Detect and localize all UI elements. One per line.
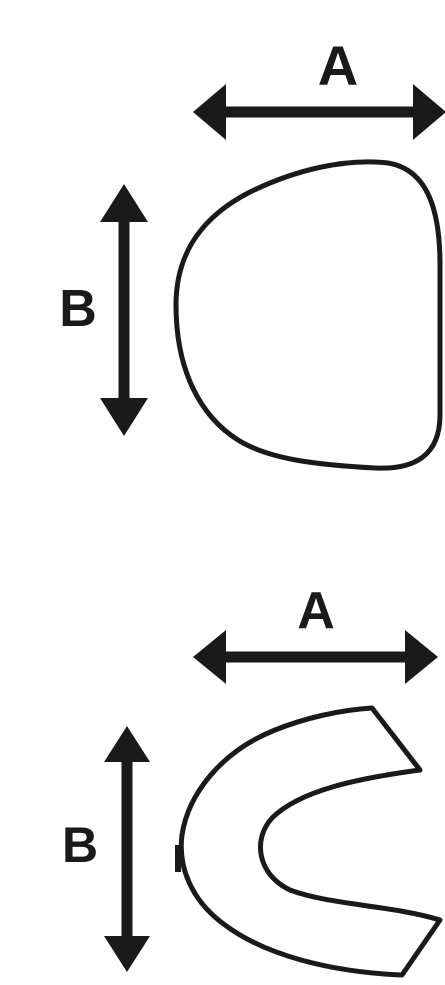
figure-bottom: A B xyxy=(62,582,440,975)
top-height-label: B xyxy=(59,280,97,338)
bottom-height-arrow xyxy=(104,726,150,972)
bottom-height-label: B xyxy=(62,817,98,873)
bottom-width-label: A xyxy=(297,582,335,640)
figure-top: A B xyxy=(59,34,445,468)
bottom-shape-outline xyxy=(181,708,440,975)
top-width-label: A xyxy=(318,34,358,97)
top-shape-outline xyxy=(176,162,440,468)
top-height-arrow xyxy=(100,184,148,436)
